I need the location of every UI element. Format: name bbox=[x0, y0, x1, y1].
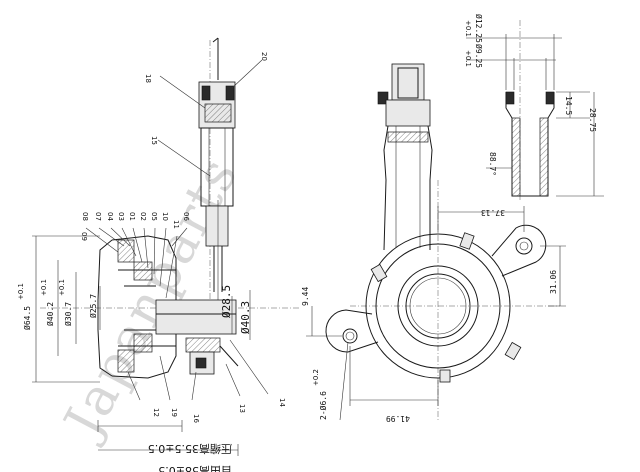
dim-od-small-tol: +0.1 bbox=[58, 279, 66, 296]
callout-06: 06 bbox=[182, 212, 190, 221]
dim-neck-tol: +0.1 bbox=[464, 50, 472, 67]
callout-12: 12 bbox=[152, 408, 160, 417]
dim-od-mid: Ø40.2 bbox=[45, 302, 55, 326]
dim-od-large: Ø64.5 bbox=[22, 306, 32, 330]
callout-19: 19 bbox=[170, 408, 178, 417]
side-dimensions: 37.13 31.06 9.44 41.99 2-Ø6.6 +0.2 bbox=[301, 206, 566, 423]
callout-16: 16 bbox=[192, 414, 200, 423]
callout-05: 05 bbox=[150, 212, 158, 221]
note-free-height: 自由高58±0.5 bbox=[158, 464, 232, 472]
port-detail: Ø12.25 +0.1 Ø9.25 +0.1 14.5 28.75 88.7° bbox=[464, 14, 604, 200]
callout-20: 20 bbox=[260, 52, 268, 61]
callout-18: 18 bbox=[144, 74, 152, 83]
side-view: Ø12.25 +0.1 Ø9.25 +0.1 14.5 28.75 88.7° … bbox=[301, 14, 604, 423]
dim-neck-dia: Ø9.25 bbox=[474, 44, 484, 68]
dim-od-large-tol: +0.1 bbox=[17, 283, 25, 300]
dim-od-inner: Ø25.7 bbox=[88, 294, 98, 318]
dim-od-mid-tol: +0.1 bbox=[40, 279, 48, 296]
height-notes: 压缩高35.5±0.5 自由高58±0.5 bbox=[97, 420, 239, 472]
callout-07: 07 bbox=[94, 212, 102, 221]
callout-04: 04 bbox=[106, 212, 114, 221]
dim-h-large: 28.75 bbox=[588, 108, 597, 132]
callout-14: 14 bbox=[278, 398, 286, 407]
dim-pin-tol: +0.1 bbox=[464, 20, 472, 37]
dim-angle: 88.7° bbox=[488, 152, 497, 176]
front-dimensions: Ø64.5 +0.1 Ø40.2 +0.1 Ø30.7 +0.1 Ø25.7 Ø… bbox=[17, 235, 252, 383]
callout-03: 03 bbox=[117, 212, 125, 221]
dim-offset-top: 37.13 bbox=[481, 208, 505, 217]
callout-09: 09 bbox=[80, 232, 88, 241]
dim-od-small: Ø30.7 bbox=[63, 302, 73, 326]
dim-bottom-width: 41.99 bbox=[386, 414, 410, 423]
front-section-view: 18 20 15 08 07 04 03 01 02 05 10 11 06 0… bbox=[17, 37, 300, 472]
note-compressed-height: 压缩高35.5±0.5 bbox=[148, 442, 232, 456]
dim-shaft: Ø40.3 bbox=[239, 301, 252, 334]
dim-bore: Ø28.5 bbox=[220, 285, 233, 318]
dim-height-right: 31.06 bbox=[549, 270, 558, 294]
dim-height-left: 9.44 bbox=[301, 287, 310, 306]
dim-holes: 2-Ø6.6 bbox=[318, 391, 328, 420]
callout-08: 08 bbox=[81, 212, 89, 221]
dim-holes-tol: +0.2 bbox=[312, 369, 320, 386]
callout-01: 01 bbox=[128, 212, 136, 221]
callout-15: 15 bbox=[150, 136, 158, 145]
dim-h-small: 14.5 bbox=[564, 96, 573, 115]
dim-pin-dia: Ø12.25 bbox=[474, 14, 484, 43]
callout-10: 10 bbox=[161, 212, 169, 221]
callout-11: 11 bbox=[172, 220, 180, 229]
callout-02: 02 bbox=[139, 212, 147, 221]
callout-13: 13 bbox=[238, 404, 246, 413]
callout-row-upper: 08 07 04 03 01 02 05 10 11 06 09 bbox=[80, 212, 190, 299]
callout-row-bottom: 12 19 16 13 14 bbox=[127, 339, 286, 423]
